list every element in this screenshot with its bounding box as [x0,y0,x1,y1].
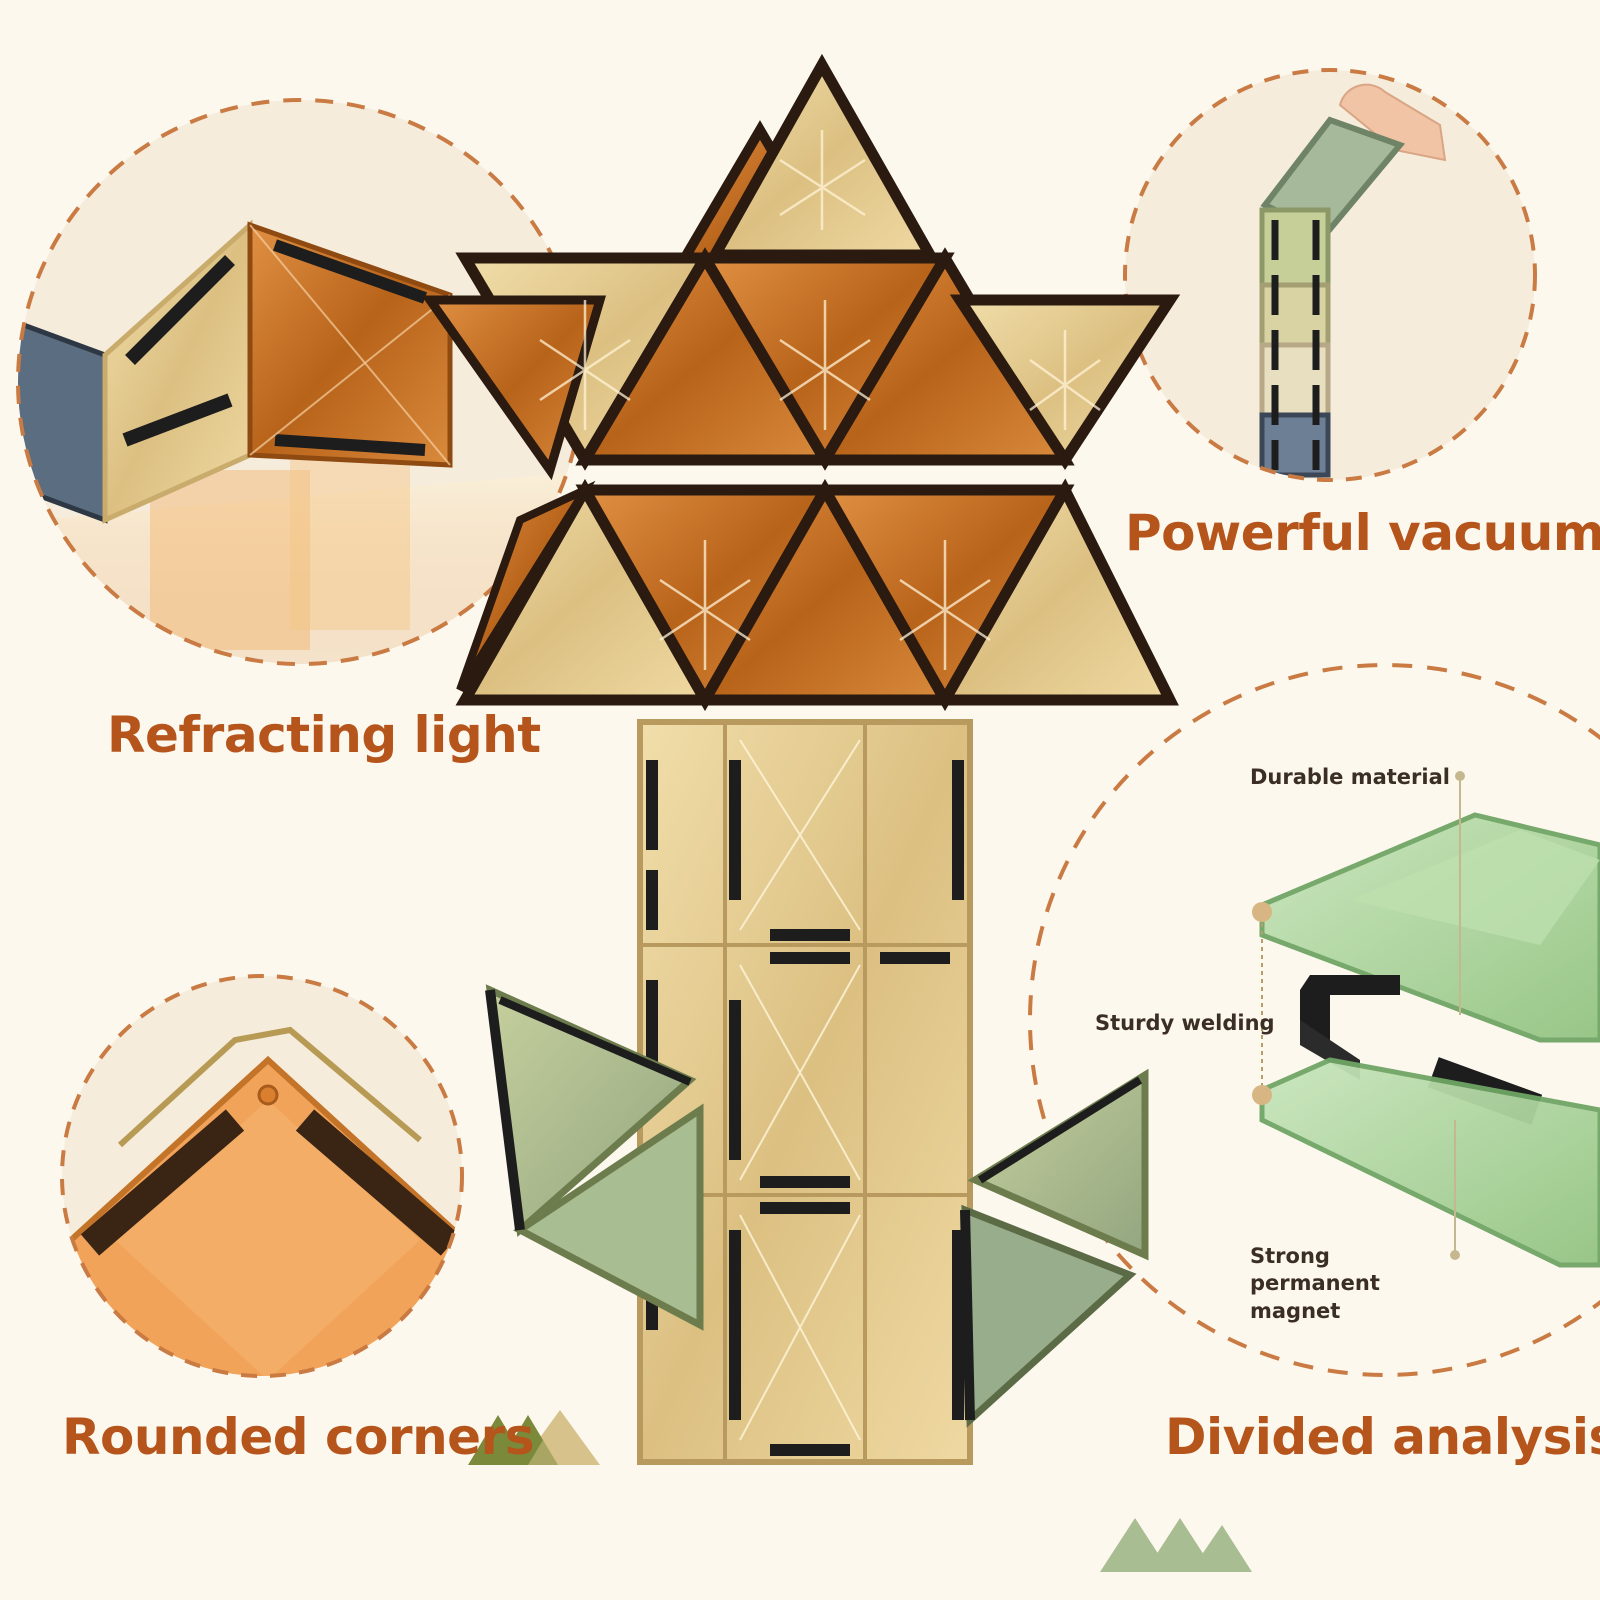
powerful-vacuum-title: Powerful vacuum [1125,504,1600,562]
strong-permanent-magnet-label: Strong permanent magnet [1250,1244,1380,1323]
powerful-vacuum-detail [1125,70,1535,480]
dashed-circle-bottom-left [60,974,464,1378]
tile-flower-build [421,53,1181,1465]
rounded-corners-title: Rounded corners [62,1408,535,1466]
divided-analysis-detail [1030,665,1600,1375]
sturdy-welding-label: Sturdy welding [1095,1011,1275,1035]
divided-analysis-title: Divided analysis [1165,1408,1600,1466]
dashed-circle-top-right [1123,68,1537,482]
mountain-icon [1100,1518,1252,1572]
rounded-corners-detail [62,976,462,1376]
mountain-icon [468,1410,600,1465]
refracting-light-title: Refracting light [107,706,541,764]
durable-material-label: Durable material [1250,765,1450,789]
